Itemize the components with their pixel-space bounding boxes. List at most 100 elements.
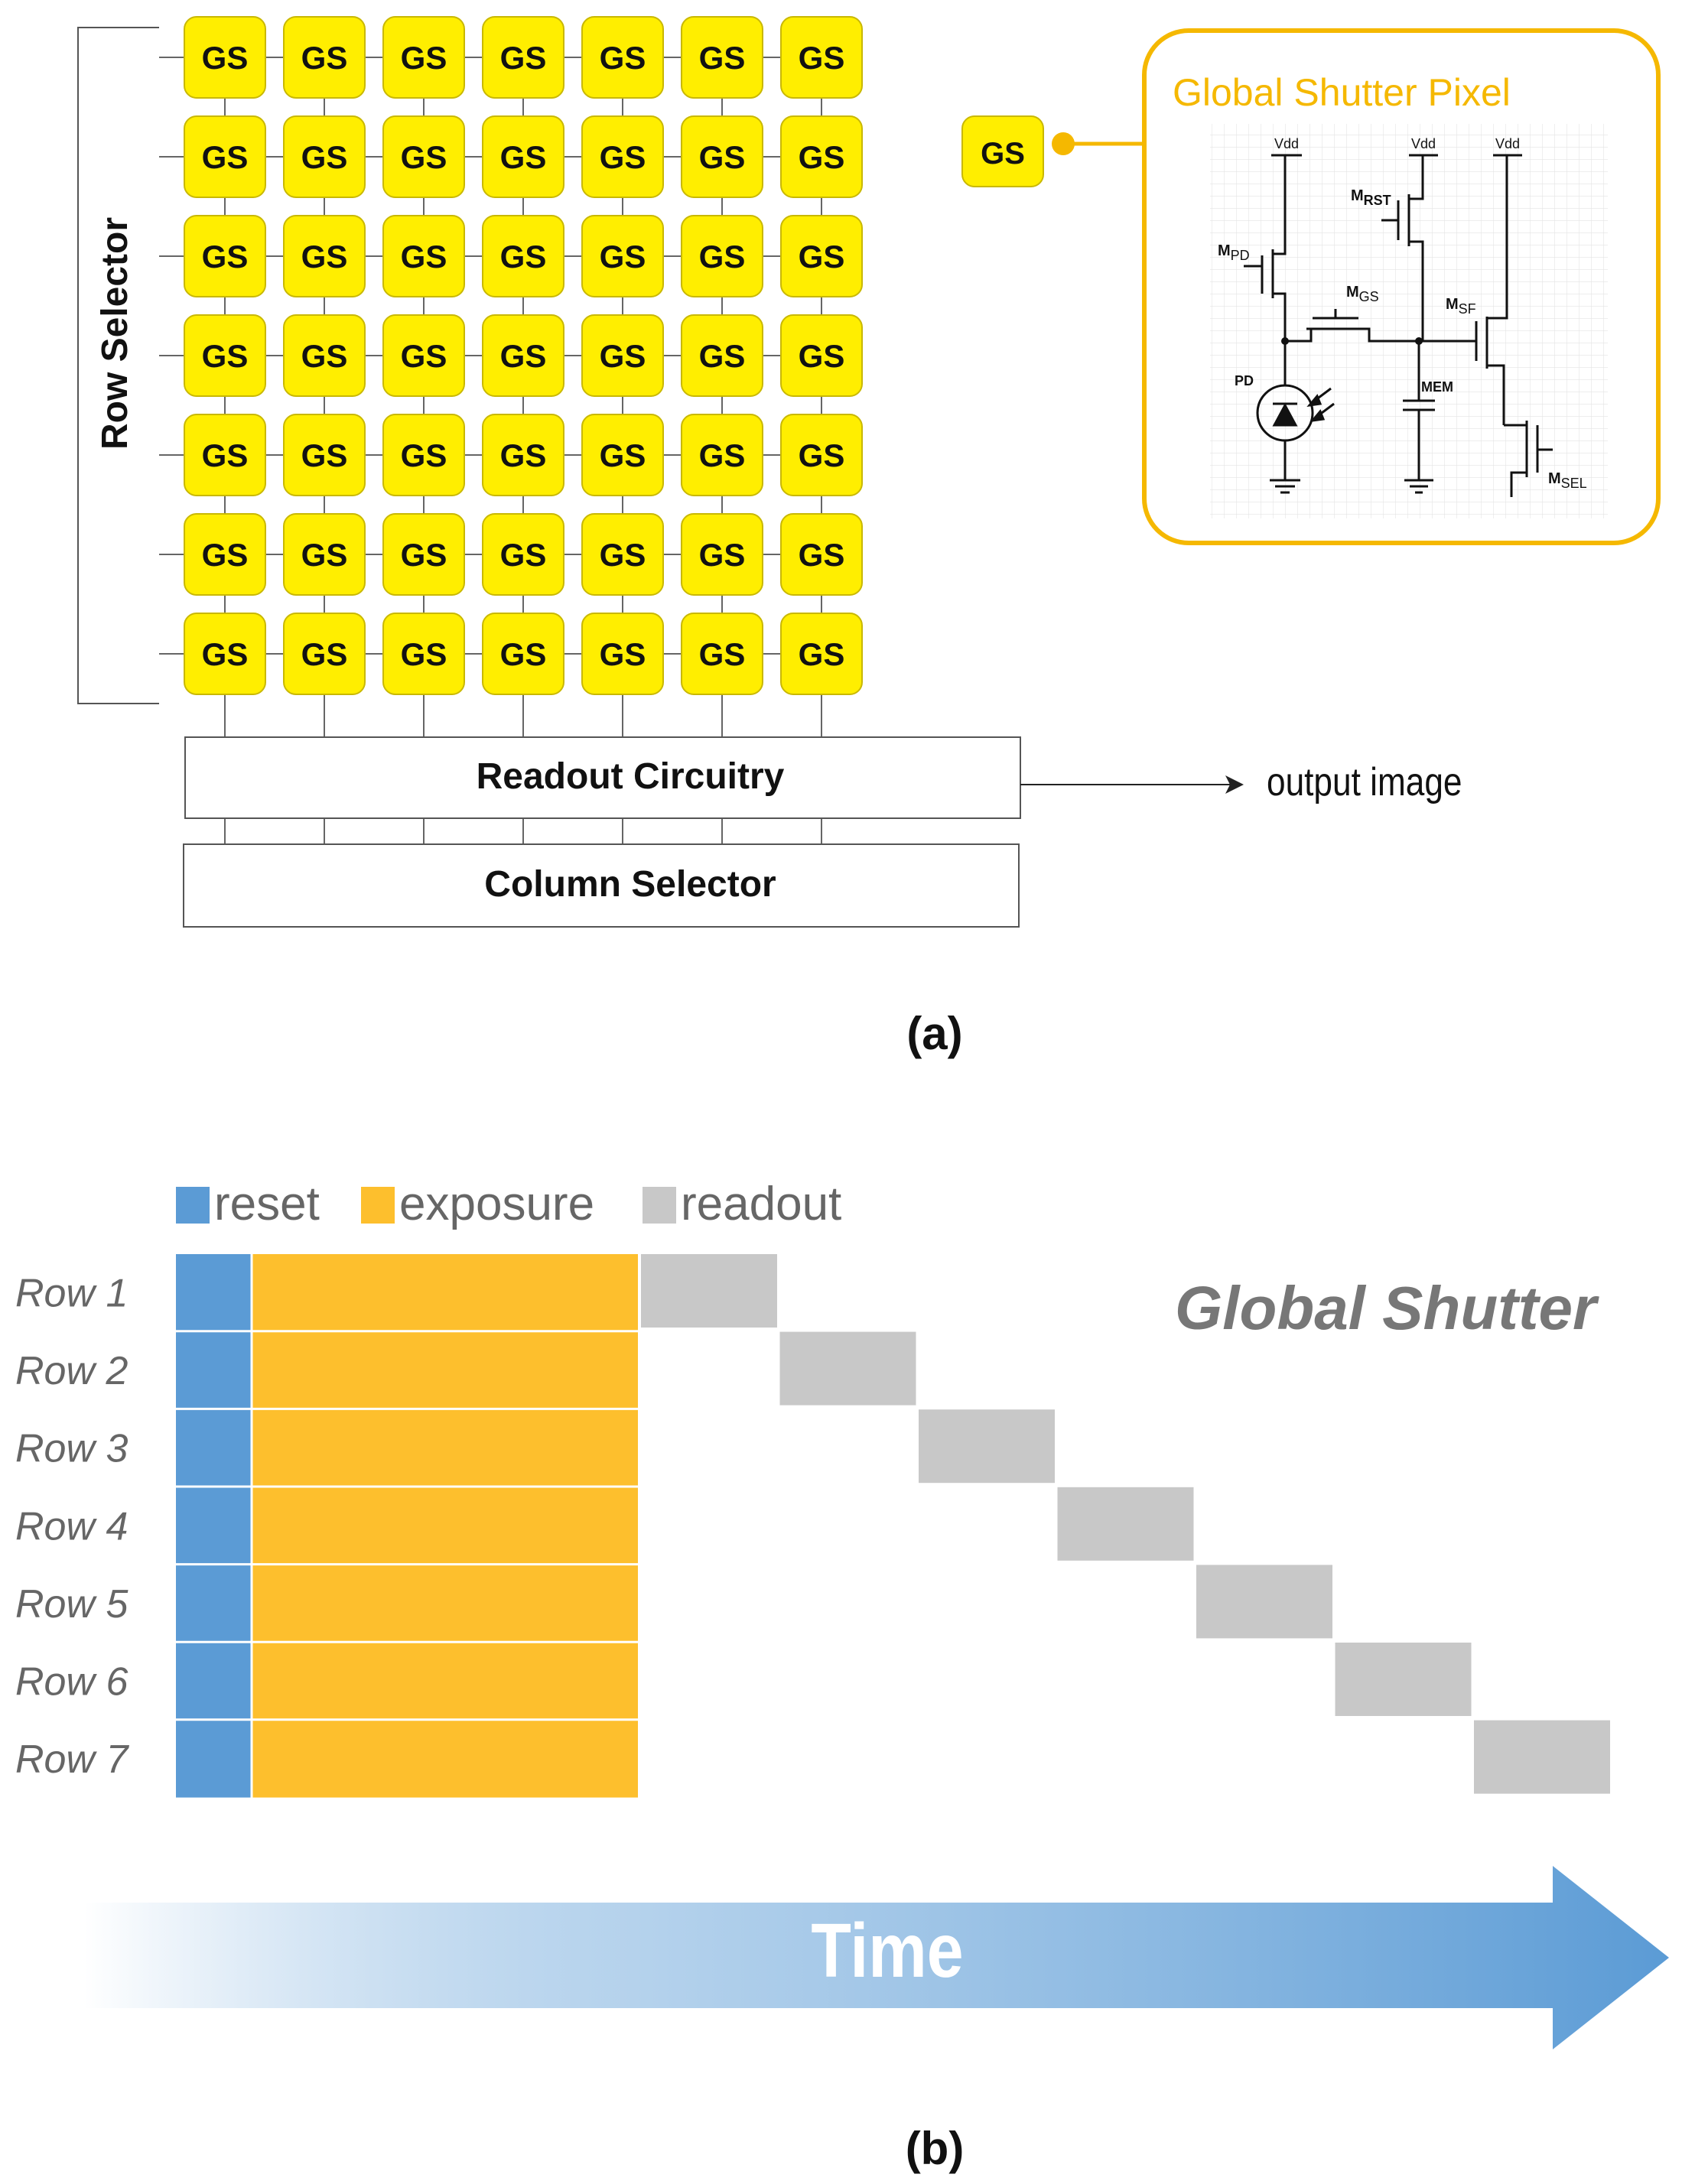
gs-cell: GS xyxy=(184,215,266,297)
gs-cell-box xyxy=(780,215,863,297)
gs-cell: GS xyxy=(482,16,564,99)
gs-cell-label: GS xyxy=(600,239,646,275)
readout-bar xyxy=(779,1331,916,1406)
gs-cell: GS xyxy=(780,314,863,397)
gs-cell-label: GS xyxy=(301,40,348,76)
gs-cell-box xyxy=(283,215,366,297)
gs-cell-label: GS xyxy=(500,139,547,175)
gs-cell-box xyxy=(780,513,863,596)
gs-cell-label: GS xyxy=(202,636,249,672)
gs-cell-box xyxy=(581,613,664,695)
gs-cell-box xyxy=(283,314,366,397)
msf-source-wire xyxy=(1487,364,1505,425)
gs-cell-box xyxy=(184,215,266,297)
gs-cell: GS xyxy=(681,414,763,496)
row-label: Row 2 xyxy=(15,1349,128,1393)
gs-cell: GS xyxy=(581,115,664,198)
reset-bar xyxy=(176,1720,251,1798)
gs-cell: GS xyxy=(581,513,664,596)
gs-cell: GS xyxy=(780,16,863,99)
gs-cell: GS xyxy=(283,16,366,99)
gs-cell-label: GS xyxy=(600,437,646,473)
row-label: Row 4 xyxy=(15,1504,128,1549)
gs-cell: GS xyxy=(581,314,664,397)
mgs-left-wire xyxy=(1285,329,1313,343)
gs-cell: GS xyxy=(283,215,366,297)
output-arrow-head xyxy=(1225,775,1244,794)
gs-cell-box xyxy=(681,613,763,695)
gs-cell-box xyxy=(482,16,564,99)
gs-cell-box xyxy=(581,16,664,99)
gs-cell-label: GS xyxy=(301,338,348,374)
gs-cell: GS xyxy=(283,115,366,198)
readout-bar xyxy=(919,1409,1055,1484)
mrst-source-wire xyxy=(1409,240,1424,341)
vdd-label-3: Vdd xyxy=(1495,136,1520,151)
gs-cell: GS xyxy=(482,314,564,397)
msel-source-wire xyxy=(1510,471,1527,497)
gs-cell-box xyxy=(581,115,664,198)
gs-cell-box xyxy=(382,16,465,99)
gs-cell-box xyxy=(780,414,863,496)
readout-bar xyxy=(1474,1720,1610,1794)
gs-cell-box xyxy=(482,414,564,496)
gs-cell: GS xyxy=(482,115,564,198)
gs-cell-box xyxy=(681,414,763,496)
mgs-right-wire xyxy=(1363,327,1419,343)
mpd-drain-wire xyxy=(1273,155,1287,255)
gs-cell-label: GS xyxy=(500,537,547,573)
gs-cell-box xyxy=(581,513,664,596)
readout-bar xyxy=(1057,1487,1194,1561)
exposure-bar xyxy=(252,1643,638,1720)
gs-cell-label: GS xyxy=(799,338,845,374)
gs-cell: GS xyxy=(681,513,763,596)
gs-cell-label: GS xyxy=(500,636,547,672)
caption-b: (b) xyxy=(906,2123,965,2174)
gs-cell: GS xyxy=(283,414,366,496)
gs-cell: GS xyxy=(581,16,664,99)
readout-bar xyxy=(1335,1643,1472,1716)
gs-cell-box xyxy=(382,414,465,496)
gs-cell-box xyxy=(482,613,564,695)
legend-swatch-exposure xyxy=(361,1187,395,1224)
gs-cell-box xyxy=(581,215,664,297)
row-selector-bracket xyxy=(77,27,159,704)
gs-cell-box xyxy=(681,215,763,297)
row-label: Row 7 xyxy=(15,1737,129,1782)
pd-anode-triangle xyxy=(1272,402,1298,427)
legend-label-reset: reset xyxy=(214,1178,320,1230)
gs-cell-box xyxy=(283,414,366,496)
gs-cell-box xyxy=(780,613,863,695)
mem-label: MEM xyxy=(1421,379,1453,395)
time-label: Time xyxy=(811,1908,963,1994)
gs-cell: GS xyxy=(382,215,465,297)
row-label: Row 6 xyxy=(15,1660,128,1705)
legend-swatch-readout xyxy=(643,1187,676,1224)
gs-cell-box xyxy=(482,115,564,198)
gs-cell: GS xyxy=(581,613,664,695)
gs-cell: GS xyxy=(283,613,366,695)
gs-cell-label: GS xyxy=(799,437,845,473)
gs-cell-label: GS xyxy=(600,636,646,672)
reset-bar xyxy=(176,1565,251,1643)
gs-cell-label: GS xyxy=(401,437,447,473)
row-label: Row 5 xyxy=(15,1582,129,1627)
gs-cell: GS xyxy=(482,414,564,496)
gs-cell-label: GS xyxy=(699,537,746,573)
gs-cell-label: GS xyxy=(699,40,746,76)
readout-circuitry-label: Readout Circuitry xyxy=(477,756,785,797)
gs-cell-box xyxy=(283,513,366,596)
gs-cell-box xyxy=(482,215,564,297)
reset-bar xyxy=(176,1487,251,1565)
gs-cell: GS xyxy=(283,513,366,596)
gs-cell: GS xyxy=(382,314,465,397)
exposure-bar xyxy=(252,1254,638,1331)
gs-cell-box xyxy=(780,115,863,198)
gs-cell-label: GS xyxy=(401,239,447,275)
gs-cell: GS xyxy=(780,513,863,596)
gs-cell-label: GS xyxy=(202,338,249,374)
gs-cell-box xyxy=(283,613,366,695)
